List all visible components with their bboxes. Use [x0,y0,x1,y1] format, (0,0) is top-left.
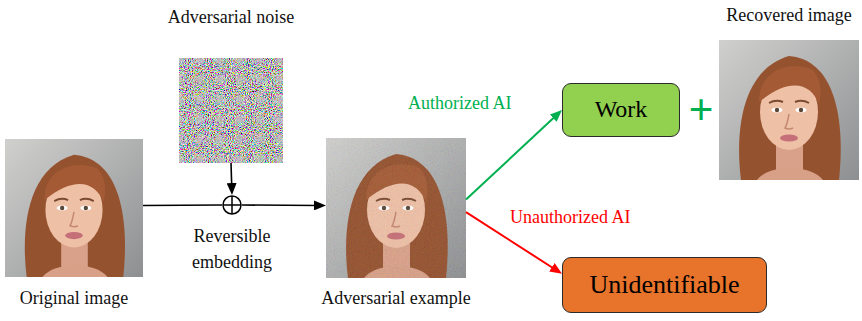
edge-label: Authorized AI [408,93,511,114]
caption: Adversarial example [321,287,470,309]
image-panel: Adversarial example [326,138,466,278]
box-label: Unidentifiable [589,270,739,300]
process-box: Unidentifiable [562,257,767,313]
process-box: Work [562,83,680,137]
xor-circle [222,195,242,215]
arrow-connector [466,115,556,199]
arrow-connector [242,204,318,206]
arrow-connector [230,163,232,187]
box-label: Work [595,96,648,124]
noise-panel: Adversarial noise [179,58,283,163]
caption: Recovered image [726,4,851,26]
edge-label: Unauthorized AI [510,207,630,228]
xor-symbol: Reversible embedding [222,195,242,215]
arrow-connector [143,204,222,206]
caption: Adversarial noise [168,6,294,28]
image-panel: Original image [5,138,143,278]
caption: Reversible embedding [172,223,292,275]
caption: Original image [20,287,128,309]
image-panel: Recovered image [719,40,859,180]
plus-sign: + [688,88,713,132]
